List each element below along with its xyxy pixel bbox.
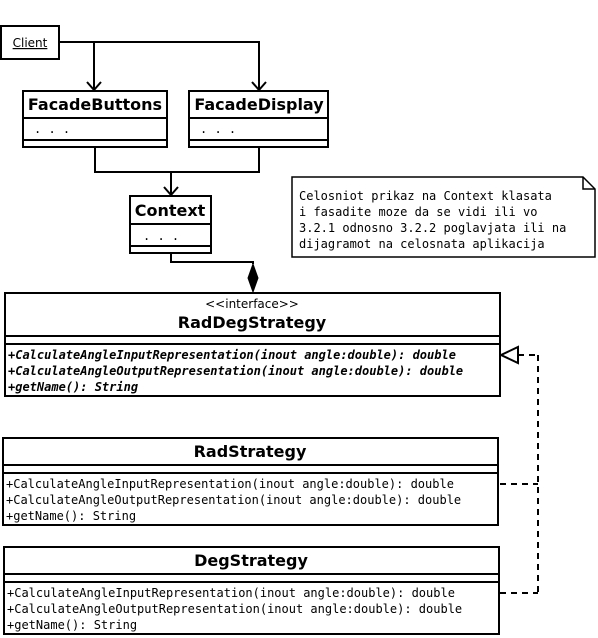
client-label: Client <box>13 36 48 50</box>
note-box: Celosniot prikaz na Context klasata i fa… <box>291 176 596 258</box>
rad-deg-strategy-interface: <<interface>> RadDegStrategy +CalculateA… <box>4 292 501 397</box>
facade-buttons-name: FacadeButtons <box>28 95 162 114</box>
facade-display-name: FacadeDisplay <box>194 95 324 114</box>
facades-to-context-associations <box>94 148 260 197</box>
facade-display-attrs: . . . <box>200 122 236 136</box>
deg-strategy-method: +CalculateAngleOutputRepresentation(inou… <box>7 602 462 616</box>
interface-stereotype: <<interface>> <box>205 297 299 311</box>
rad-strategy-method: +getName(): String <box>6 509 136 523</box>
interface-method: +CalculateAngleOutputRepresentation(inou… <box>8 364 463 378</box>
context-attrs: . . . <box>143 229 179 243</box>
note-corner-fold-icon <box>582 177 595 190</box>
facades-join-line <box>94 148 260 173</box>
client-to-facades-associations <box>59 41 267 92</box>
context-name: Context <box>135 201 206 220</box>
realization-links <box>498 345 539 594</box>
context-to-strategy-composition <box>170 253 259 294</box>
facade-buttons-class: FacadeButtons . . . <box>22 90 168 148</box>
rad-strategy-name: RadStrategy <box>194 442 307 461</box>
deg-strategy-method: +CalculateAngleInputRepresentation(inout… <box>7 586 455 600</box>
rad-strategy-method: +CalculateAngleOutputRepresentation(inou… <box>6 493 461 507</box>
client-box: Client <box>0 25 60 60</box>
interface-method: +CalculateAngleInputRepresentation(inout… <box>8 348 456 362</box>
deg-strategy-method: +getName(): String <box>7 618 137 632</box>
interface-method: +getName(): String <box>8 380 138 394</box>
client-facade-display-line <box>59 41 260 90</box>
deg-strategy-class: DegStrategy +CalculateAngleInputRepresen… <box>3 546 500 635</box>
note-line: dijagramot na celosnata aplikacija <box>299 237 545 251</box>
realization-triangle-icon <box>498 345 519 365</box>
note-line: i fasadite moze da se vidi ili vo <box>299 205 537 219</box>
interface-name: RadDegStrategy <box>178 313 327 332</box>
facade-buttons-attrs: . . . <box>34 122 70 136</box>
context-class: Context . . . <box>129 195 212 254</box>
note-line: Celosniot prikaz na Context klasata <box>299 189 552 203</box>
composition-line <box>170 253 254 264</box>
rad-strategy-class: RadStrategy +CalculateAngleInputRepresen… <box>2 437 499 526</box>
composition-diamond-icon <box>247 262 259 294</box>
rad-strategy-method: +CalculateAngleInputRepresentation(inout… <box>6 477 454 491</box>
facade-display-class: FacadeDisplay . . . <box>188 90 329 148</box>
deg-strategy-name: DegStrategy <box>194 551 308 570</box>
note-line: 3.2.1 odnosno 3.2.2 poglavjata ili na <box>299 221 566 235</box>
